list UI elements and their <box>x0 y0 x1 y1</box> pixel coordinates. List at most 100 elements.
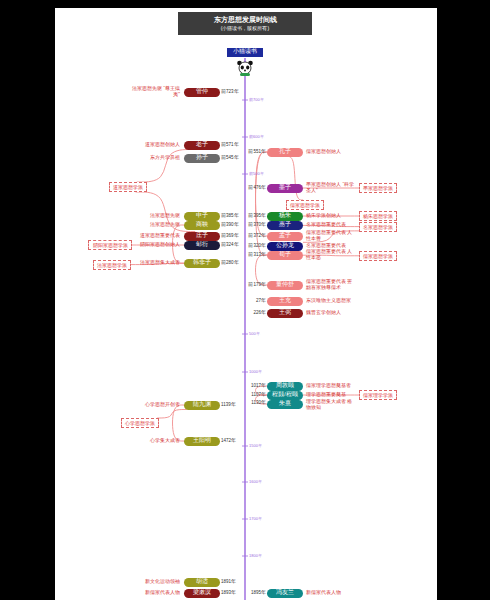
year-label: 前571年 <box>221 142 239 147</box>
axis-tick-label: 前600年 <box>249 135 264 140</box>
person-pill: 梁漱溟 <box>184 589 220 598</box>
person-pill: 荀子 <box>267 251 303 260</box>
school-box: 儒家思想学派 <box>359 251 397 261</box>
annotation-note: 新文化运动领袖 <box>128 579 180 585</box>
person-pill: 朱熹 <box>267 400 303 409</box>
year-label: 1472年 <box>221 438 236 443</box>
annotation-note: 理学思想重要奠基 <box>306 392 356 398</box>
node-label: 庄子 <box>196 233 208 239</box>
school-box: 儒家思想学派 <box>286 200 324 210</box>
annotation-note: 墨家思想创始人 “科学圣人” <box>306 182 356 194</box>
year-label: 前372年 <box>222 233 266 238</box>
person-pill: 杨朱 <box>267 212 303 221</box>
person-pill: 周敦颐 <box>267 382 303 391</box>
year-label: 226年 <box>222 310 266 315</box>
annotation-note: 法家思想先驱 <box>128 222 180 228</box>
axis-tick <box>242 372 248 373</box>
node-label: 杨朱思想学派 <box>363 214 393 219</box>
node-label: 杨朱 <box>279 213 291 219</box>
axis-tick <box>242 137 248 138</box>
axis-tick <box>242 174 248 175</box>
year-label: 前385年 <box>221 213 239 218</box>
person-pill: 韩非子 <box>184 259 220 268</box>
annotation-note: 杨朱学派创始人 <box>306 213 356 219</box>
node-label: 韩非子 <box>193 260 211 266</box>
paper-panel <box>55 8 437 600</box>
node-label: 周敦颐 <box>276 383 294 389</box>
year-label: 前320年 <box>222 243 266 248</box>
person-pill: 老子 <box>184 141 220 150</box>
annotation-note: 东方兵学鼻祖 <box>128 155 180 161</box>
year-label: 1893年 <box>221 590 236 595</box>
node-label: 管仲 <box>196 89 208 95</box>
school-box: 法家思想学派 <box>93 260 131 270</box>
annotation-note: 法家思想集大成者 <box>128 260 180 266</box>
school-box: 名家思想学派 <box>359 222 397 232</box>
node-label: 程颢/程颐 <box>272 392 298 398</box>
node-label: 老子 <box>196 142 208 148</box>
year-label: 1895年 <box>222 590 266 595</box>
node-label: 小猫读书 <box>233 49 257 55</box>
node-label: 申子 <box>196 213 208 219</box>
node-label: 王弼 <box>279 310 291 316</box>
school-box: 墨家思想学派 <box>359 183 397 193</box>
title-banner <box>178 12 312 35</box>
year-label: 前280年 <box>221 260 239 265</box>
diagram-title: 东方思想发展时间线 <box>178 15 312 25</box>
axis-tick <box>242 556 248 557</box>
axis-tick-label: 1700年 <box>249 517 262 522</box>
axis-tick-label: 1800年 <box>249 554 262 559</box>
node-label: 胡适 <box>196 579 208 585</box>
annotation-note: 名家思想重要代表 <box>306 243 356 249</box>
annotation-note: 儒家理学思想奠基者 <box>306 383 356 389</box>
year-label: 前179年 <box>222 282 266 287</box>
year-label: 前324年 <box>221 242 239 247</box>
annotation-note: 道家思想重要代表 <box>128 233 180 239</box>
annotation-note: 新儒家代表人物 <box>128 590 180 596</box>
annotation-note: 理学思想集大成者 格物致知 <box>306 399 356 411</box>
school-box: 心学思想学派 <box>121 418 159 428</box>
person-pill: 王充 <box>267 297 303 306</box>
year-label: 前545年 <box>221 155 239 160</box>
axis-tick-label: 前500年 <box>249 172 264 177</box>
node-label: 儒家理学学派 <box>363 393 393 398</box>
year-label: 前551年 <box>222 149 266 154</box>
axis-tick-label: 1000年 <box>249 370 262 375</box>
year-label: 1017年 <box>222 383 266 388</box>
panda-icon <box>237 61 253 76</box>
person-pill: 孔子 <box>267 148 303 157</box>
year-label: 1107年 <box>222 392 266 397</box>
year-label: 前395年 <box>222 213 266 218</box>
person-pill: 陆九渊 <box>184 401 220 410</box>
lineage-connector <box>256 255 268 285</box>
person-pill: 邹衍 <box>184 241 220 250</box>
school-box: 道家思想学派 <box>109 182 147 192</box>
axis-tick <box>242 482 248 483</box>
school-box: 阴阳家思想学派 <box>88 240 132 250</box>
node-label: 儒家思想学派 <box>290 203 320 208</box>
person-pill: 程颢/程颐 <box>267 391 303 400</box>
node-label: 董仲舒 <box>276 282 294 288</box>
person-pill: 惠子 <box>267 221 303 230</box>
node-label: 墨子 <box>279 185 291 191</box>
axis-tick <box>242 334 248 335</box>
lineage-connector <box>157 410 186 419</box>
year-label: 前370年 <box>222 222 266 227</box>
node-label: 法家思想学派 <box>97 263 127 268</box>
node-label: 惠子 <box>279 222 291 228</box>
annotation-note: 心学集大成者 <box>128 438 180 444</box>
brand-box: 小猫读书 <box>227 48 263 57</box>
node-label: 王充 <box>279 298 291 304</box>
annotation-note: 心学思想开创者 <box>128 402 180 408</box>
node-label: 墨家思想学派 <box>363 186 393 191</box>
annotation-note: 魏晋玄学创始人 <box>306 310 356 316</box>
axis-tick-label: 1600年 <box>249 480 262 485</box>
annotation-note: 新儒家代表人物 <box>306 590 356 596</box>
axis-tick-label: 500年 <box>249 332 260 337</box>
node-label: 心学思想学派 <box>125 421 155 426</box>
person-pill: 冯友兰 <box>267 589 303 598</box>
axis-tick <box>242 446 248 447</box>
year-label: 前369年 <box>221 233 239 238</box>
person-pill: 董仲舒 <box>267 281 303 290</box>
node-label: 公孙龙 <box>276 243 294 249</box>
